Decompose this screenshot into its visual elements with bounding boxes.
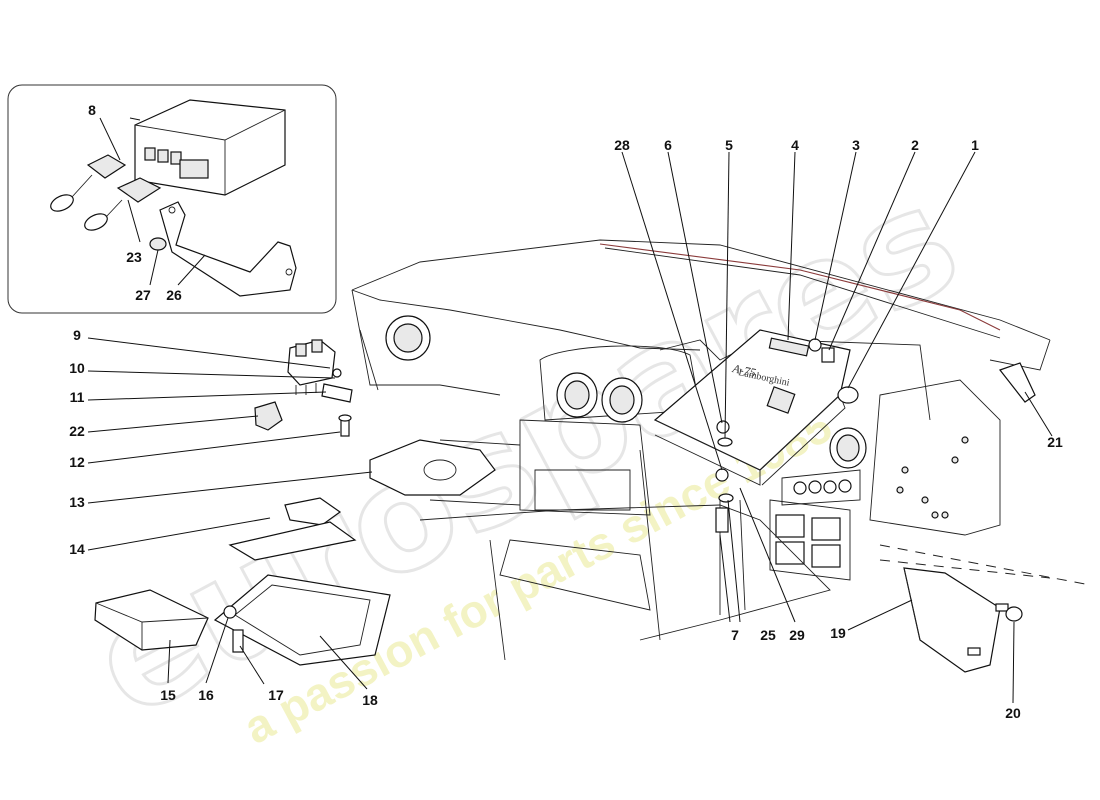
stud-17 [232, 629, 244, 653]
remote-key-a [50, 154, 127, 212]
leader-lines [87, 117, 1053, 704]
callout-20: 20 [1005, 705, 1021, 721]
stud-7 [715, 507, 729, 533]
callout-10: 10 [69, 360, 85, 376]
bracket-21 [999, 362, 1036, 403]
washer-25 [718, 493, 734, 503]
main-control-unit: Lamborghini A-75 [653, 329, 851, 486]
clip-22 [254, 401, 283, 431]
module-15 [94, 589, 209, 651]
callout-22: 22 [69, 423, 85, 439]
washer-5 [717, 437, 733, 447]
callout-9: 9 [73, 327, 81, 343]
callout-3: 3 [852, 137, 860, 153]
callout-16: 16 [198, 687, 214, 703]
callout-25: 25 [760, 627, 776, 643]
callout-1: 1 [971, 137, 979, 153]
bracket-26 [159, 201, 297, 297]
bolt-12 [338, 414, 352, 437]
sensor-29 [715, 468, 729, 482]
remote-key-b [84, 177, 162, 231]
nut-27 [149, 237, 167, 251]
unit-marking-line2: A-75 [730, 361, 757, 380]
callout-4: 4 [791, 137, 799, 153]
callout-15: 15 [160, 687, 176, 703]
tray-18 [213, 574, 391, 666]
callout-27: 27 [135, 287, 151, 303]
inset-panel [7, 84, 337, 314]
sensor-1 [837, 386, 859, 404]
callout-21: 21 [1047, 434, 1063, 450]
callout-29: 29 [789, 627, 805, 643]
callout-23: 23 [126, 249, 142, 265]
relay-2 [821, 347, 835, 363]
nut-6 [716, 420, 730, 434]
relay-9 [287, 339, 353, 403]
callout-12: 12 [69, 454, 85, 470]
switch-row [781, 469, 861, 506]
cover-13 [369, 439, 496, 496]
screw-16 [223, 605, 237, 619]
callout-28: 28 [614, 137, 630, 153]
callout-5: 5 [725, 137, 733, 153]
callout-labels: 1 2 3 4 5 6 7 8 9 10 11 12 13 14 15 16 1… [69, 102, 1063, 721]
callout-14: 14 [69, 541, 85, 557]
dashboard [351, 239, 1091, 661]
mat-14 [228, 497, 357, 561]
bracket-19 [903, 567, 1009, 673]
callout-2: 2 [911, 137, 919, 153]
callout-11: 11 [70, 389, 85, 405]
callout-17: 17 [268, 687, 284, 703]
callout-18: 18 [362, 692, 378, 708]
callout-8: 8 [88, 102, 96, 118]
callout-13: 13 [69, 494, 85, 510]
control-unit [134, 99, 286, 196]
callout-6: 6 [664, 137, 672, 153]
relay-3 [808, 338, 822, 352]
nut-20 [1005, 606, 1023, 622]
callout-7: 7 [731, 627, 739, 643]
callout-19: 19 [830, 625, 846, 641]
callout-26: 26 [166, 287, 182, 303]
